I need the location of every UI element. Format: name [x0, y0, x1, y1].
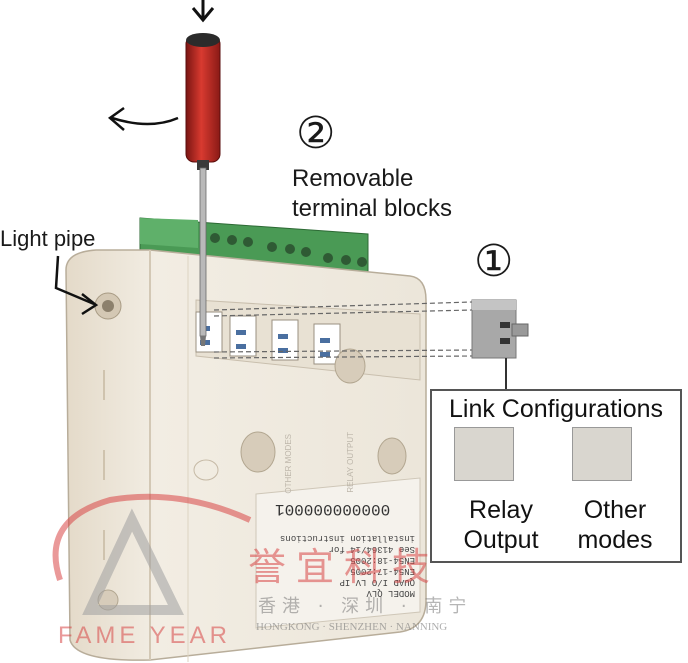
terminal-blocks-text: terminal blocks: [292, 195, 453, 222]
modes-line: modes: [577, 526, 653, 554]
side-label-other: OTHER MODES: [284, 434, 293, 494]
fame-year-logo: [52, 493, 252, 615]
other-modes-label: Other modes: [560, 495, 670, 555]
step-two-marker: ②: [296, 109, 336, 158]
relay-output-label: Relay Output: [446, 495, 556, 555]
other-modes-switch-image: [572, 427, 632, 481]
step-one-marker: ①: [474, 237, 514, 286]
relay-output-switch-image: [454, 427, 514, 481]
removable-terminal-label: Removable terminal blocks: [292, 164, 452, 224]
link-configurations-panel: Link Configurations Relay Output Other m…: [430, 389, 682, 563]
watermark-chinese: 誉宜科技: [248, 545, 441, 589]
device-housing: [65, 249, 427, 662]
side-label-relay: RELAY OUTPUT: [346, 432, 355, 493]
rotate-arrow: [107, 106, 179, 131]
light-pipe-label: Light pipe: [0, 226, 96, 251]
other-line: Other: [583, 496, 647, 524]
watermark-cities-cn: 香港 · 深圳 · 南宁: [258, 596, 473, 617]
watermark-brand: FAME YEAR: [58, 622, 231, 649]
watermark-cities-en: HONGKONG · SHENZHEN · NANNING: [256, 621, 448, 633]
relay-line: Relay: [469, 496, 533, 524]
link-configurations-title: Link Configurations: [448, 395, 663, 423]
light-pipe-leader: [54, 255, 99, 316]
projection-lines: [213, 301, 473, 359]
serial-number: 000000000001: [275, 500, 391, 518]
link-jumper: [471, 299, 529, 392]
screwdriver: [185, 0, 221, 346]
removable-text: Removable: [292, 165, 414, 192]
output-line: Output: [463, 526, 539, 554]
